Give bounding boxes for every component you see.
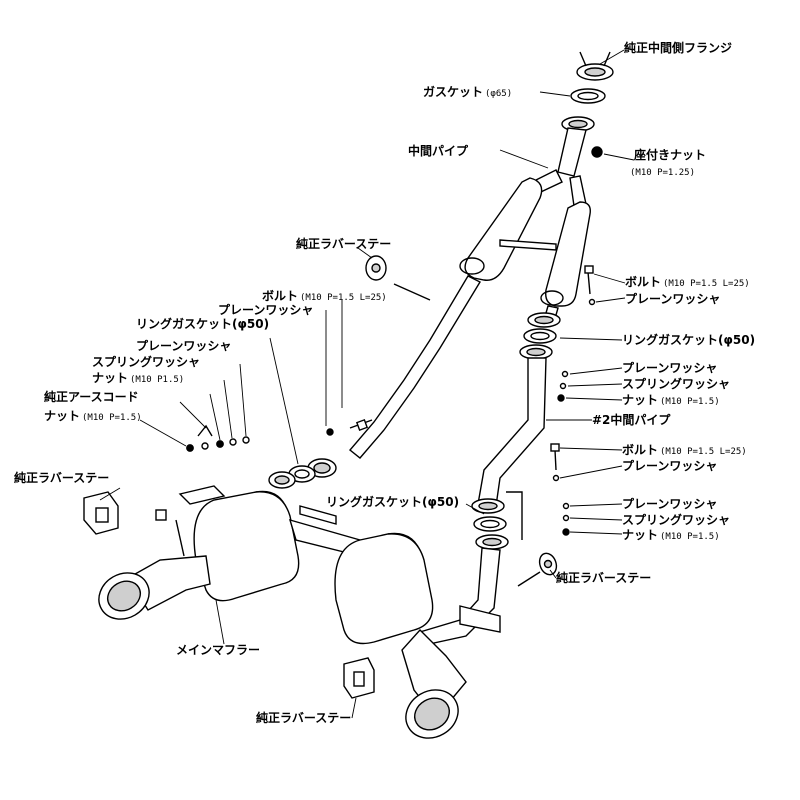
flange-nut: [591, 146, 603, 158]
label-plain-washer-right: プレーンワッシャ: [625, 292, 721, 306]
label-oem-rubber-stay-bottom: 純正ラバーステー: [256, 711, 352, 725]
label-oem-earth-cord: 純正アースコード: [44, 390, 139, 404]
rubber-stay-left: [83, 491, 119, 535]
label-bolt-right: ボルト(M10 P=1.5 L=25): [625, 275, 750, 289]
mid-pipe-2: [477, 357, 547, 507]
label-plain-washer-right3: プレーンワッシャ: [622, 459, 718, 473]
label-ring-gasket-left: リングガスケット(φ50): [136, 317, 270, 331]
label-main-muffler: メインマフラー: [176, 643, 261, 657]
right-upper-joint: [519, 265, 596, 402]
label-flange-nut-spec: (M10 P=1.25): [630, 168, 696, 178]
label-spring-washer-right: スプリングワッシャ: [622, 377, 731, 391]
label-plain-washer-right2: プレーンワッシャ: [622, 361, 718, 375]
left-pipe-joint: [268, 458, 337, 489]
rubber-stay-bottom: [343, 657, 375, 699]
main-muffler-body: [178, 485, 434, 645]
label-plain-washer-left2: プレーンワッシャ: [136, 339, 232, 353]
label-spring-washer-right2: スプリングワッシャ: [622, 513, 731, 527]
label-oem-rubber-stay-left: 純正ラバーステー: [14, 471, 110, 485]
mid-pipe-flange: [561, 116, 595, 132]
label-nut-right: ナット(M10 P=1.5): [622, 393, 720, 407]
label-plain-washer-right4: プレーンワッシャ: [622, 497, 718, 511]
left-bolt-set: [186, 418, 373, 452]
oem-mid-flange: [576, 51, 614, 81]
gasket-65: [570, 88, 606, 104]
label-nut-right2: ナット(M10 P=1.5): [622, 528, 720, 542]
label-oem-mid-flange: 純正中間側フランジ: [624, 41, 733, 55]
leader-lines: [99, 49, 635, 719]
label-mid-pipe: 中間パイプ: [408, 144, 469, 158]
left-tail-pipe: [98, 509, 211, 620]
label-ring-gasket-right: リングガスケット(φ50): [622, 333, 756, 347]
label-flange-nut: 座付きナット: [634, 148, 707, 162]
right-tail-pipe: [401, 628, 467, 739]
rubber-stay-top: [365, 255, 431, 301]
label-ring-gasket-center: リングガスケット(φ50): [326, 495, 460, 509]
label-bolt-right2: ボルト(M10 P=1.5 L=25): [622, 443, 747, 457]
label-nut-left: ナット(M10 P1.5): [92, 371, 185, 385]
rubber-stay-right: [517, 552, 558, 587]
label-mid-pipe-2: #2中間パイプ: [592, 413, 671, 427]
label-plain-washer-left: プレーンワッシャ: [218, 303, 314, 317]
label-oem-rubber-stay-right: 純正ラバーステー: [556, 571, 652, 585]
mid-pipe: [348, 127, 591, 459]
label-bolt-left: ボルト(M10 P=1.5 L=25): [262, 289, 387, 303]
label-nut-left2: ナット(M10 P=1.5): [44, 409, 142, 423]
label-gasket: ガスケット(φ65): [423, 85, 513, 99]
label-spring-washer-left: スプリングワッシャ: [92, 355, 201, 369]
label-oem-rubber-stay-top: 純正ラバーステー: [296, 237, 392, 251]
